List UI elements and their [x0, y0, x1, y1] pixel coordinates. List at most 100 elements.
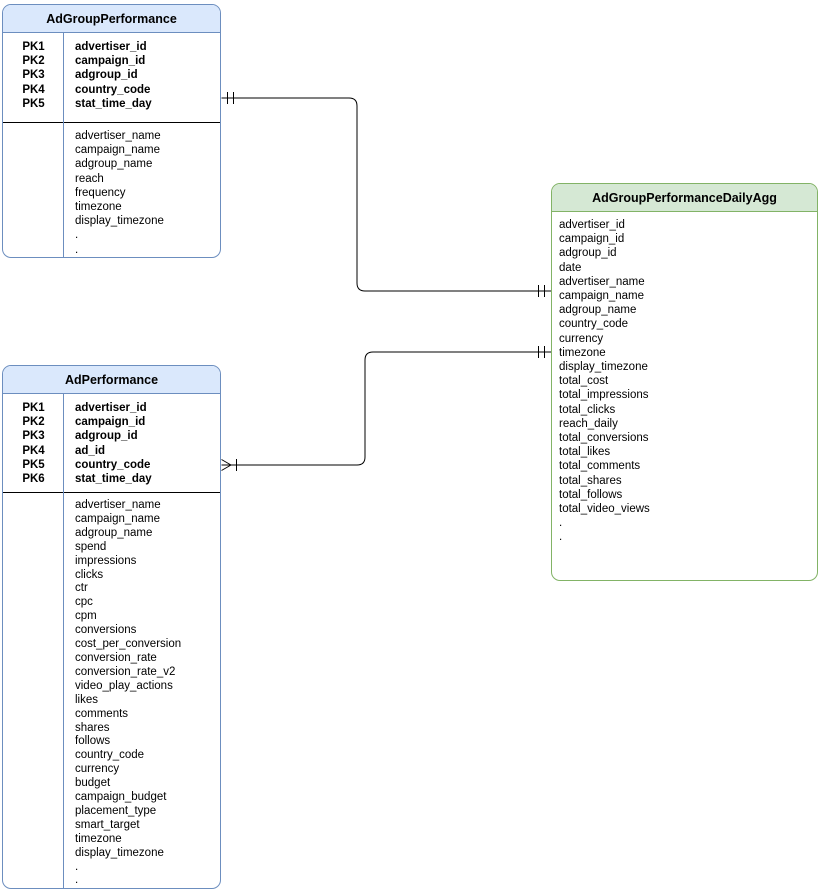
field-name: advertiser_name [559, 275, 645, 288]
field-name: date [559, 261, 582, 274]
pk-field-name: country_code [75, 83, 151, 96]
field-name: advertiser_id [559, 219, 625, 231]
field-name: timezone [75, 201, 122, 214]
field-name: shares [75, 721, 110, 734]
field-name: total_video_views [559, 503, 650, 516]
field-name: country_code [559, 318, 629, 331]
field-name: campaign_name [75, 512, 161, 525]
field-name: ctr [75, 582, 88, 595]
pk-field-name: ad_id [75, 444, 106, 457]
field-name: frequency [75, 186, 126, 199]
field-name: total_follows [559, 488, 623, 501]
field-name: conversion_rate_v2 [75, 665, 176, 678]
many-crow-foot-marker-icon [221, 459, 237, 471]
entity-title: AdGroupPerformanceDailyAgg [552, 184, 817, 212]
relationship-adgroupperformance-to-dailyagg[interactable] [221, 92, 552, 297]
pk-field-name: stat_time_day [75, 97, 152, 110]
field-name: total_impressions [559, 389, 649, 402]
pk-key-label: PK3 [22, 430, 45, 443]
field-name: follows [75, 735, 111, 748]
pk-key-label: PK3 [22, 69, 45, 82]
pk-key-label: PK5 [22, 458, 45, 471]
pk-key-label: PK1 [22, 402, 45, 414]
pk-field-name: advertiser_id [75, 41, 147, 53]
field-name: total_clicks [559, 403, 616, 416]
pk-field-name: adgroup_id [75, 430, 138, 443]
relationship-line[interactable] [221, 97, 552, 292]
entity-title: AdGroupPerformance [3, 5, 220, 33]
field-name: adgroup_name [75, 526, 153, 539]
field-name: spend [75, 540, 107, 553]
pk-key-label: PK4 [22, 83, 45, 96]
pk-key-label: PK6 [22, 473, 45, 486]
field-name: conversion_rate [75, 651, 157, 664]
field-name: currency [559, 332, 604, 345]
field-name: budget [75, 777, 111, 790]
field-name: country_code [75, 749, 145, 762]
field-name: campaign_budget [75, 791, 167, 804]
field-name: total_cost [559, 375, 609, 388]
pk-field-name: stat_time_day [75, 473, 152, 486]
field-name: placement_type [75, 804, 157, 817]
pk-key-label: PK2 [22, 416, 45, 429]
field-name: timezone [75, 832, 122, 845]
field-name: video_play_actions [75, 679, 173, 692]
pk-field-name: campaign_id [75, 416, 146, 429]
pk-field-name: country_code [75, 458, 151, 471]
field-name: . [559, 531, 563, 544]
field-name: cpc [75, 596, 93, 609]
one-and-only-one-marker-icon [538, 285, 545, 297]
pk-field-name: campaign_id [75, 55, 146, 68]
pk-key-label: PK2 [22, 55, 45, 68]
entity-adgroupperformancedailyagg[interactable]: AdGroupPerformanceDailyAgg advertiser_id… [551, 183, 818, 581]
field-name: total_conversions [559, 432, 649, 445]
field-name: campaign_id [559, 233, 625, 246]
field-name: . [75, 860, 79, 873]
field-name: comments [75, 707, 129, 720]
field-name: campaign_name [75, 144, 161, 157]
field-name: . [75, 243, 79, 256]
field-name: cost_per_conversion [75, 638, 182, 651]
field-name: advertiser_name [75, 499, 161, 511]
field-name: impressions [75, 554, 137, 567]
field-name: conversions [75, 624, 137, 637]
one-and-only-one-marker-icon [227, 92, 234, 104]
field-name: display_timezone [75, 215, 164, 228]
field-name: . [75, 229, 79, 242]
field-name: clicks [75, 568, 104, 581]
pk-field-name: adgroup_id [75, 69, 138, 82]
relationship-line[interactable] [221, 351, 552, 466]
field-name: campaign_name [559, 290, 645, 303]
field-name: adgroup_id [559, 247, 617, 260]
field-name: total_shares [559, 474, 622, 487]
field-name: . [559, 517, 563, 530]
relationship-adperformance-to-dailyagg[interactable] [221, 346, 552, 471]
field-name: reach [75, 172, 104, 185]
pk-column-divider [63, 33, 64, 257]
field-name: likes [75, 693, 99, 706]
field-name: cpm [75, 610, 97, 623]
field-name: adgroup_name [75, 158, 153, 171]
field-name: display_timezone [559, 361, 648, 374]
pk-key-label: PK4 [22, 444, 45, 457]
field-name: reach_daily [559, 417, 618, 430]
entity-title: AdPerformance [3, 366, 220, 394]
pk-key-label: PK1 [22, 41, 45, 53]
field-name: adgroup_name [559, 304, 637, 317]
one-and-only-one-marker-icon [538, 346, 545, 358]
field-name: currency [75, 763, 120, 776]
field-name: . [75, 874, 79, 887]
field-name: smart_target [75, 818, 140, 831]
